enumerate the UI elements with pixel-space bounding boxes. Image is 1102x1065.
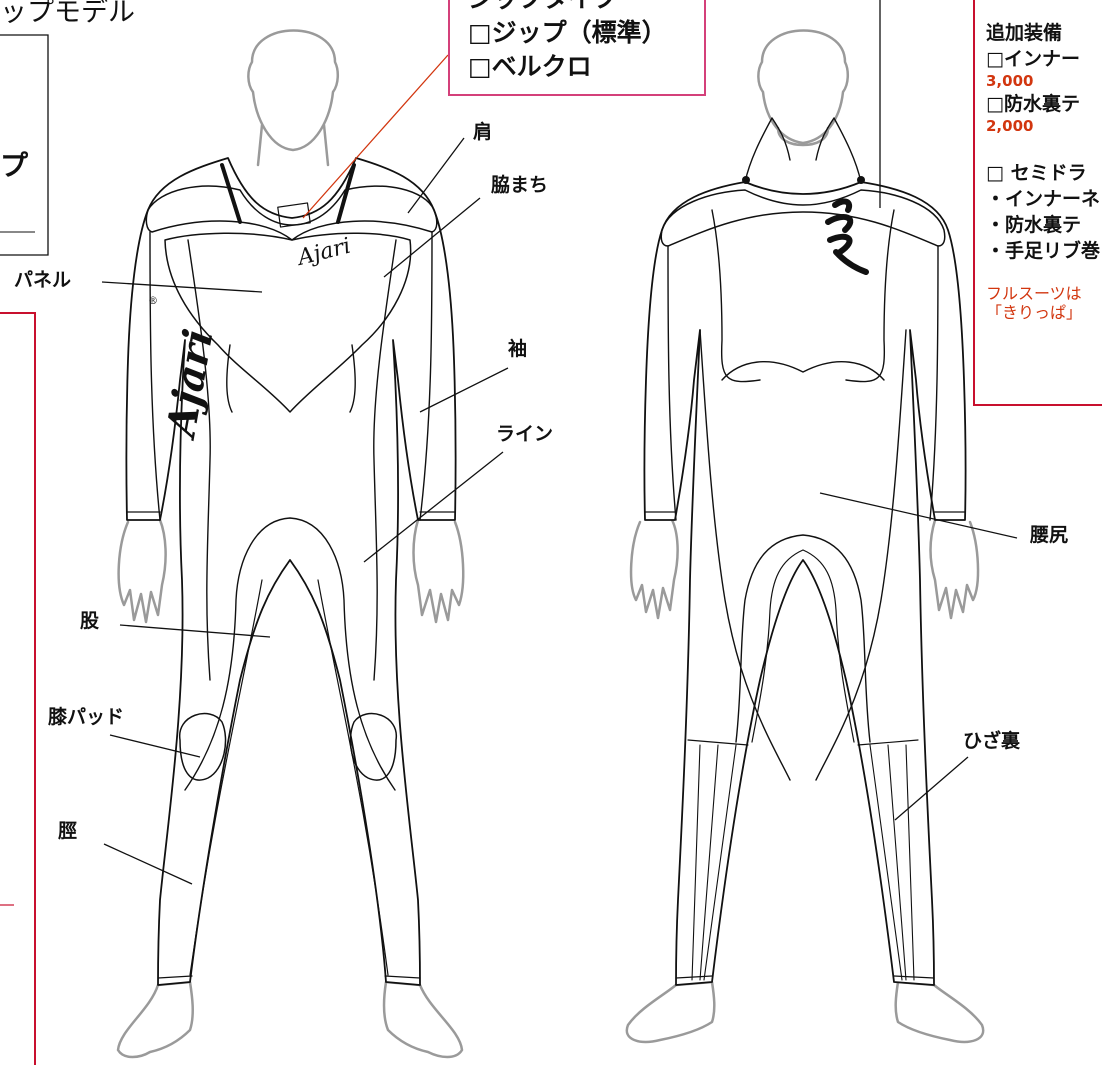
- leader-line: [363, 451, 504, 563]
- label-knee-pad: 膝パッド: [48, 706, 125, 728]
- option-inner-neck-price: 3,000: [986, 72, 1034, 90]
- back-figure: [625, 29, 985, 1044]
- front-collar-strip-right: [336, 163, 356, 224]
- front-sleeve-line-right: [419, 231, 433, 521]
- back-head: [757, 29, 849, 145]
- semidry-item-inner-neck: ・インナーネ: [986, 188, 1101, 210]
- back-leg-stripes-left: [691, 744, 737, 981]
- zip-type-box: ジップタイプ □ジップ（標準） □ベルクロ: [448, 0, 706, 96]
- label-knee-back: ひざ裏: [963, 730, 1021, 752]
- label-shin: 脛: [58, 820, 78, 842]
- back-ankle-cuff-right: [893, 975, 935, 979]
- leader-side-gusset: [383, 197, 481, 278]
- front-leg-line-left: [189, 579, 263, 976]
- back-panel-line-right: [845, 209, 895, 383]
- front-head: [247, 29, 339, 152]
- front-side-line-left: [187, 239, 211, 681]
- leader-shoulder: [407, 137, 465, 214]
- label-waist-hip: 腰尻: [1030, 524, 1069, 546]
- back-right-foot: [894, 980, 985, 1044]
- front-knee-pad-left: [179, 712, 227, 781]
- model-title-fragment: ップモデル: [0, 0, 135, 28]
- leader-panel: [101, 281, 263, 293]
- back-calf-band-right: [857, 739, 919, 746]
- front-neck: [256, 123, 330, 167]
- front-sleeve-registered-mark: ®: [148, 296, 158, 307]
- options-heading: 追加装備: [986, 22, 1063, 44]
- back-suit-outline: [643, 181, 967, 986]
- front-side-line-right: [373, 239, 397, 681]
- front-torso-curve-right: [349, 344, 356, 413]
- zip-type-heading: ジップタイプ: [468, 0, 704, 16]
- option-waterproof-tape[interactable]: □防水裏テ: [986, 93, 1080, 115]
- label-sleeve: 袖: [508, 338, 528, 360]
- semidry-item-waterproof-tape: ・防水裏テ: [986, 214, 1082, 236]
- front-right-hand: [412, 518, 465, 624]
- front-ankle-cuff-right: [384, 975, 421, 979]
- front-crotch-gusset: [184, 517, 396, 791]
- leader-knee-back: [894, 756, 969, 821]
- front-figure: Ajari Ajari ®: [116, 29, 465, 1059]
- label-panel: パネル: [14, 269, 72, 291]
- left-top-box: [0, 34, 49, 256]
- back-shoulder-panel: [660, 189, 946, 247]
- zip-option-velcro[interactable]: □ベルクロ: [468, 52, 592, 81]
- front-left-foot: [116, 980, 194, 1059]
- options-note-line2: 「きりっぱ」: [986, 303, 1083, 322]
- back-side-line-right: [815, 329, 907, 781]
- back-left-hand: [629, 518, 679, 620]
- back-right-hand: [929, 518, 980, 620]
- front-suit-outline: [125, 157, 457, 986]
- leader-crotch: [119, 624, 271, 638]
- back-waist-curve: [721, 361, 885, 381]
- option-inner-neck[interactable]: □インナー: [986, 48, 1080, 70]
- leader-zip-red: [302, 54, 449, 219]
- back-neck: [776, 126, 830, 147]
- front-zip-tab: [277, 202, 311, 228]
- leader-sleeve: [419, 367, 509, 413]
- back-leg-stripes-right: [869, 744, 915, 981]
- back-left-foot: [625, 980, 716, 1044]
- front-torso-curve-left: [226, 344, 233, 413]
- leader-shin: [103, 843, 193, 885]
- back-collar-dot-right: [857, 176, 865, 184]
- back-ankle-cuff-left: [675, 975, 713, 979]
- leader-lines: [101, 0, 1018, 885]
- left-box-text: プ: [0, 149, 29, 182]
- front-sleeve-line-left: [149, 231, 161, 521]
- back-seat-curve: [735, 534, 871, 743]
- leader-waist-hip: [819, 492, 1018, 539]
- back-seat-inner: [751, 549, 855, 743]
- options-note-line1: フルスーツは: [986, 284, 1082, 303]
- back-side-line-left: [699, 329, 791, 781]
- front-shoulder-panel: [145, 185, 438, 241]
- front-ankle-cuff-left: [157, 975, 193, 979]
- back-sleeve-line-left: [667, 245, 677, 521]
- front-right-foot: [382, 980, 464, 1059]
- back-emblem: [825, 198, 869, 275]
- left-red-box: [0, 312, 36, 1065]
- option-waterproof-tape-price: 2,000: [986, 117, 1034, 135]
- back-collar-dot-left: [742, 176, 750, 184]
- back-calf-band-left: [687, 739, 749, 746]
- back-sleeve-line-right: [929, 245, 939, 521]
- label-shoulder: 肩: [473, 121, 493, 143]
- label-crotch: 股: [80, 610, 100, 632]
- back-collar: [744, 117, 862, 183]
- zip-option-zipper[interactable]: □ジップ（標準）: [468, 18, 667, 47]
- label-line: ライン: [496, 423, 554, 445]
- semidry-item-rib-cuffs: ・手足リブ巻: [986, 240, 1101, 262]
- front-chest-panel: [164, 232, 412, 413]
- front-left-hand: [117, 518, 167, 624]
- back-panel-line-left: [711, 209, 761, 383]
- options-box: 追加装備 □インナー 3,000 □防水裏テ 2,000 □ セミドラ ・インナ…: [973, 0, 1102, 406]
- option-semidry[interactable]: □ セミドラ: [986, 162, 1087, 184]
- leader-knee-pad: [109, 734, 201, 758]
- label-side-gusset: 脇まち: [491, 174, 549, 196]
- front-collar-strip-left: [220, 163, 242, 224]
- front-knee-pad-right: [349, 712, 397, 781]
